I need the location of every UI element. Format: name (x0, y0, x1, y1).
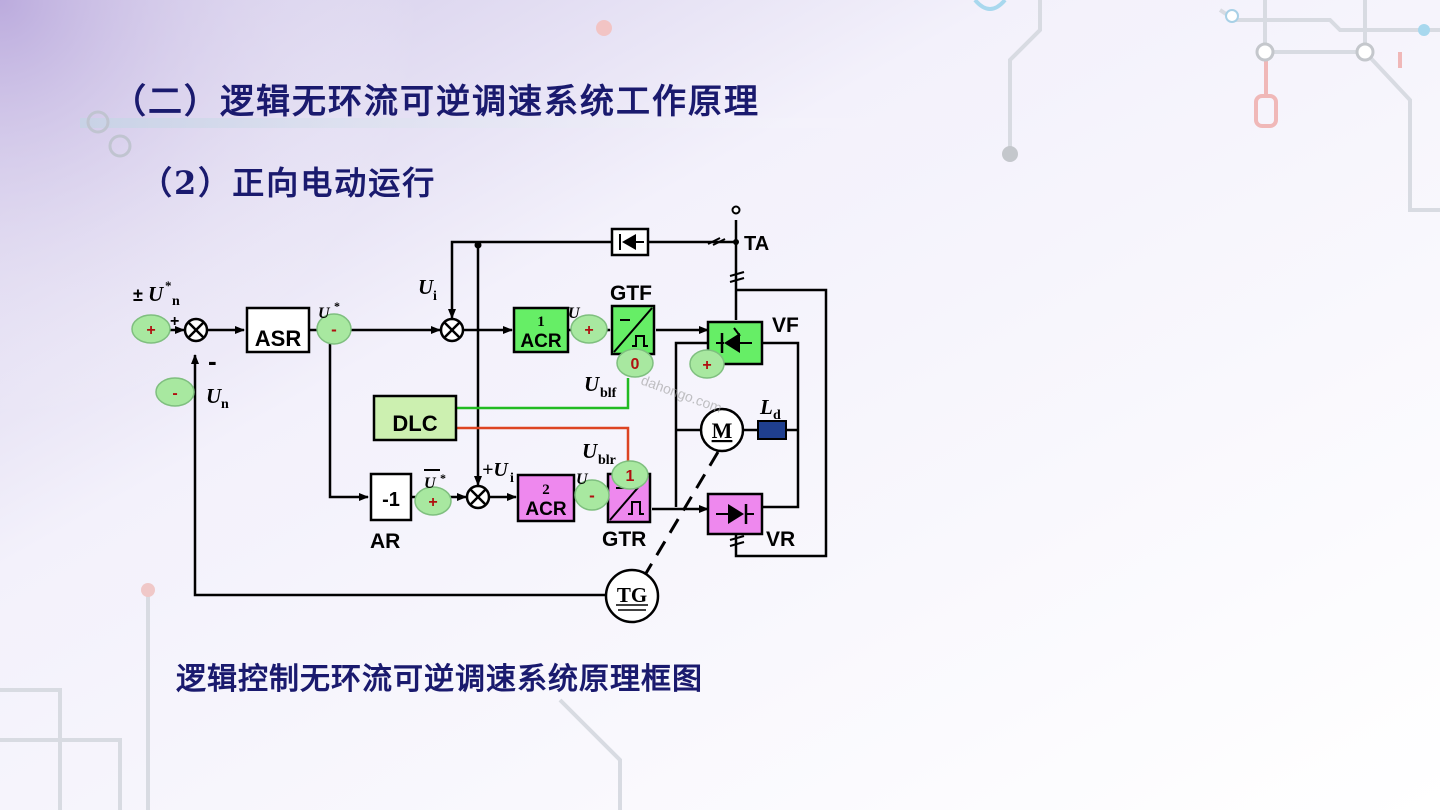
label-ta: TA (744, 233, 769, 255)
label-un-ref-sub: n (172, 294, 180, 309)
ta-rectifier (610, 227, 650, 257)
badge-ref-plus: + (131, 314, 171, 344)
page-title: （二）逻辑无环流可逆调速系统工作原理 (112, 82, 760, 122)
motor-m: M (699, 407, 745, 453)
ar-block: -1 (369, 472, 413, 522)
shaft-coupling (640, 451, 720, 581)
badge-feedback-minus: - (155, 377, 195, 407)
svg-text:2: 2 (542, 482, 550, 498)
label-feedback-minus-sign: - (208, 346, 217, 376)
svg-text:-: - (589, 486, 595, 505)
label-plus-minus: ± (133, 285, 143, 305)
acr1-block: 1 ACR (512, 306, 570, 354)
badge-acr2-output: - (574, 479, 610, 511)
label-uc-fragment: U (568, 305, 581, 322)
svg-text:+: + (428, 494, 437, 511)
badge-acr1-output: + (570, 314, 608, 344)
label-ref-plus-sign: + (170, 313, 179, 330)
label-ld-sub: d (773, 408, 781, 423)
dlc-block: DLC (372, 394, 458, 442)
svg-text:TG: TG (617, 583, 647, 607)
label-uc2-fragment: U (576, 471, 589, 488)
label-gtf: GTF (610, 282, 652, 305)
label-ui-sub: i (433, 289, 437, 304)
label-un-ref-star: * (165, 278, 172, 293)
summing-junction-speed (183, 317, 209, 343)
summing-junction-current-1 (439, 317, 465, 343)
svg-text:ACR: ACR (525, 499, 566, 520)
blr-logic-wire (456, 426, 630, 464)
svg-text:M: M (712, 418, 733, 443)
svg-text:1: 1 (626, 468, 635, 485)
svg-text:ASR: ASR (255, 326, 302, 351)
label-vr: VR (766, 528, 795, 551)
badge-vf-state: + (689, 349, 725, 379)
label-un-ref: U (148, 282, 165, 306)
label-usi-star: * (334, 299, 340, 313)
label-un-feedback: U (206, 384, 223, 408)
svg-text:+: + (584, 322, 593, 339)
summing-junction-current-2 (465, 484, 491, 510)
label-vf: VF (772, 314, 799, 337)
label-ublr-sub: blr (598, 453, 616, 468)
acr2-block: 2 ACR (516, 473, 576, 523)
asr-block: ASR (245, 306, 311, 354)
section-subtitle: （2）正向电动运行 (140, 164, 437, 202)
tachogenerator-tg: TG (604, 568, 660, 624)
svg-text:ACR: ACR (520, 331, 561, 352)
vr-converter (706, 492, 764, 536)
label-ar: AR (370, 530, 400, 553)
svg-text:-: - (172, 385, 177, 402)
label-plus-ui: +U (482, 459, 509, 481)
label-ublf: U (584, 372, 601, 396)
label-gtr: GTR (602, 528, 646, 551)
svg-text:-: - (331, 320, 337, 339)
badge-asr-output: - (316, 313, 352, 345)
svg-text:0: 0 (631, 356, 640, 373)
label-ld: L (759, 395, 773, 419)
badge-gtr-state: 1 (611, 460, 649, 490)
inductor-ld (757, 420, 787, 440)
label-ublr: U (582, 439, 599, 463)
label-plus-ui-sub: i (510, 471, 514, 486)
signal-wires (170, 220, 828, 597)
gtf-block (610, 304, 656, 356)
badge-gtf-state: 0 (616, 348, 654, 378)
svg-text:-1: -1 (382, 489, 400, 511)
label-ui: U (418, 275, 435, 299)
label-usi-bar-star: * (440, 471, 446, 485)
label-usi-fragment: U (318, 305, 331, 322)
badge-ar-output: + (414, 486, 452, 516)
svg-text:+: + (146, 322, 155, 339)
watermark: dahongo.com (639, 372, 724, 416)
svg-text:1: 1 (537, 314, 545, 330)
label-ublf-sub: blf (600, 386, 617, 401)
blf-logic-wire (456, 378, 630, 410)
diagram-caption: 逻辑控制无环流可逆调速系统原理框图 (176, 662, 703, 697)
svg-text:DLC: DLC (392, 411, 437, 436)
label-un-feedback-sub: n (221, 397, 229, 412)
svg-text:+: + (702, 357, 711, 374)
label-usi-bar-fragment: U (424, 475, 437, 492)
